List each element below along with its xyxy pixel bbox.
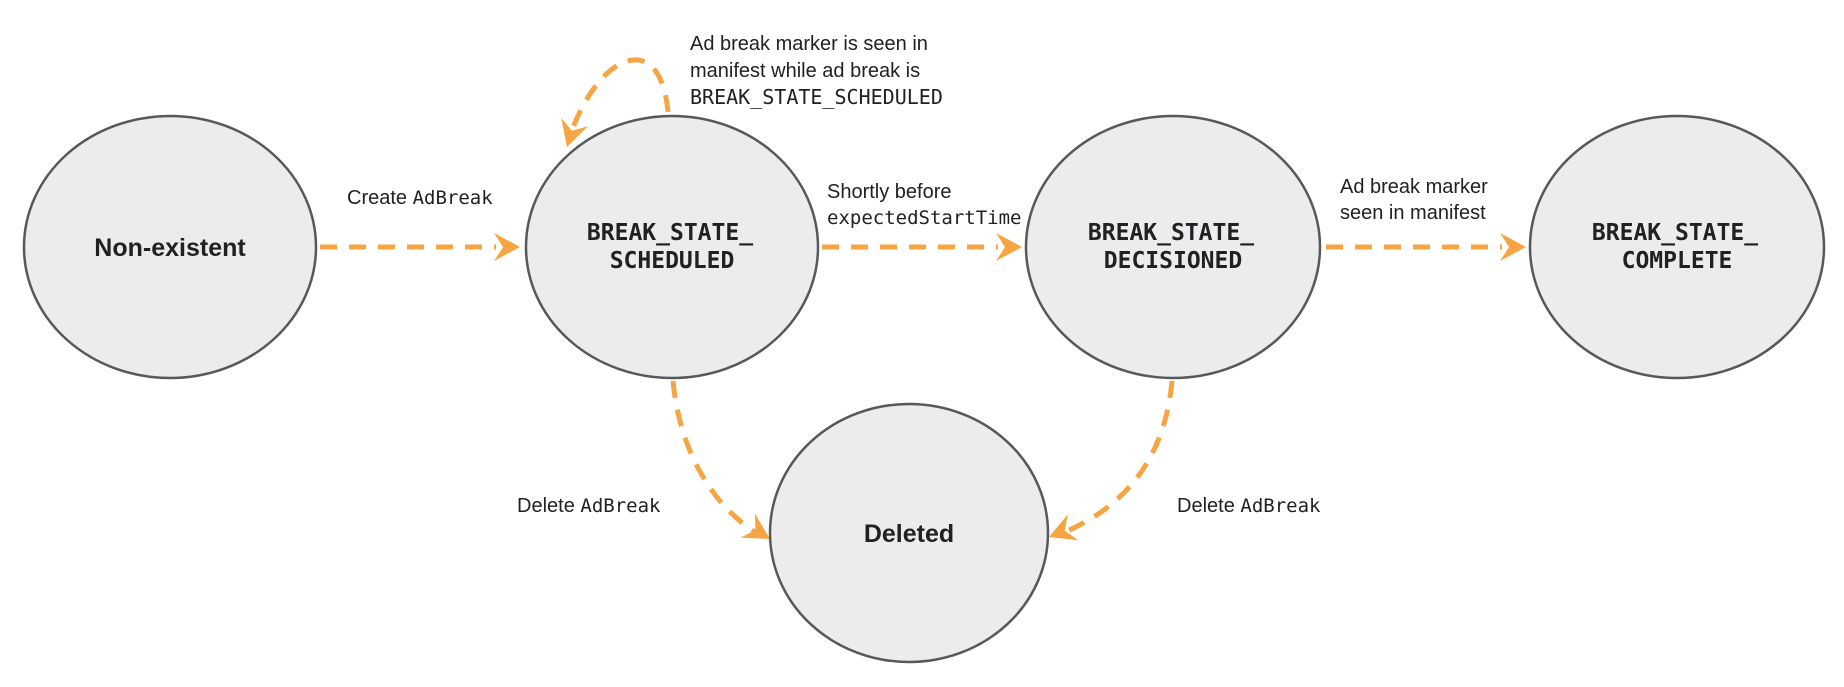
delete-left-plain: Delete (517, 495, 580, 517)
self-loop-arrow-head-icon (561, 118, 588, 147)
self-loop-label-line2: manifest while ad break is (690, 60, 920, 82)
marker-seen-line1: Ad break marker (1340, 176, 1488, 198)
edge-label-delete-left: Delete AdBreak (517, 495, 661, 517)
deleted-label: Deleted (864, 520, 954, 548)
edge-label-self-loop: Ad break marker is seen in manifest whil… (690, 33, 943, 109)
edge-label-delete-right: Delete AdBreak (1177, 495, 1321, 517)
scheduled-ellipse (524, 114, 820, 380)
decisioned-label: BREAK_STATE_ DECISIONED (1088, 220, 1258, 274)
delete-scheduled-arrow-head-icon (740, 513, 770, 539)
scheduled-label-line2: SCHEDULED (610, 248, 735, 274)
delete-decisioned-arrow-head-icon (1049, 514, 1079, 541)
state-node-scheduled: BREAK_STATE_ SCHEDULED (524, 114, 820, 380)
edge-label-create: Create AdBreak (347, 187, 493, 209)
edge-label-shortly-before: Shortly before expectedStartTime (827, 181, 1021, 229)
edge-label-create-plain: Create (347, 187, 413, 209)
edge-label-marker-seen: Ad break marker seen in manifest (1340, 176, 1492, 224)
complete-label-line2: COMPLETE (1622, 248, 1733, 274)
complete-label-line1: BREAK_STATE_ (1592, 220, 1758, 246)
self-loop-label-line3-code: BREAK_STATE_SCHEDULED (690, 85, 943, 109)
delete-right-plain: Delete (1177, 495, 1240, 517)
non-existent-label: Non-existent (94, 234, 246, 262)
delete-right-code: AdBreak (1240, 495, 1321, 517)
self-loop-label-line1: Ad break marker is seen in (690, 33, 928, 55)
shortly-before-line2-code: expectedStartTime (827, 207, 1021, 229)
state-node-deleted: Deleted (768, 402, 1050, 664)
edge-self-loop-scheduled: Ad break marker is seen in manifest whil… (561, 33, 943, 147)
complete-label: BREAK_STATE_ COMPLETE (1592, 220, 1762, 274)
scheduled-label: BREAK_STATE_ SCHEDULED (587, 220, 757, 274)
deleted-ellipse (768, 402, 1050, 664)
edge-create: Create AdBreak (320, 187, 520, 261)
state-node-complete: BREAK_STATE_ COMPLETE (1528, 114, 1826, 380)
delete-scheduled-arrow-line (670, 380, 760, 537)
edge-delete-from-decisioned: Delete AdBreak (1049, 380, 1321, 541)
decisioned-label-line1: BREAK_STATE_ (1088, 220, 1254, 246)
edge-marker-seen: Ad break marker seen in manifest (1326, 176, 1526, 261)
state-node-non-existent: Non-existent (22, 114, 318, 380)
edge-shortly-before: Shortly before expectedStartTime (822, 181, 1022, 261)
state-node-decisioned: BREAK_STATE_ DECISIONED (1024, 114, 1322, 380)
scheduled-label-line1: BREAK_STATE_ (587, 220, 753, 246)
edge-label-create-code: AdBreak (413, 187, 494, 209)
marker-seen-arrow-head-icon (1500, 233, 1526, 261)
marker-seen-line2: seen in manifest (1340, 202, 1486, 224)
decisioned-ellipse (1024, 114, 1322, 380)
non-existent-ellipse (22, 114, 318, 380)
delete-decisioned-arrow-line (1059, 380, 1175, 537)
self-loop-arrow-line (565, 57, 671, 143)
edge-delete-from-scheduled: Delete AdBreak (517, 380, 770, 539)
shortly-before-line1: Shortly before (827, 181, 952, 203)
shortly-before-arrow-head-icon (996, 233, 1022, 261)
complete-ellipse (1528, 114, 1826, 380)
decisioned-label-line2: DECISIONED (1104, 248, 1242, 274)
delete-left-code: AdBreak (580, 495, 661, 517)
create-arrow-head-icon (494, 233, 520, 261)
